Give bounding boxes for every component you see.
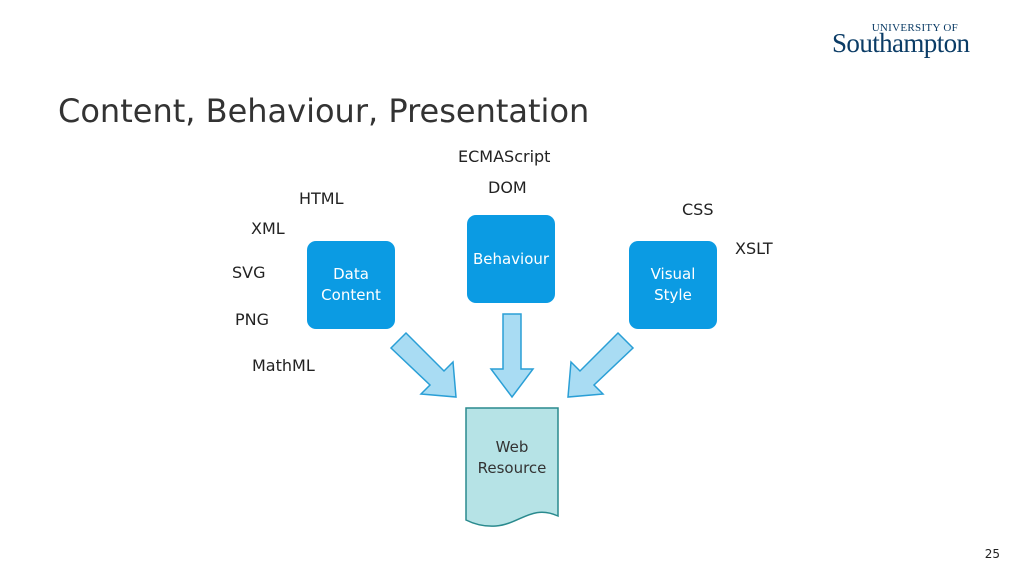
arrow-style-to-resource <box>567 331 635 398</box>
tech-label-mathml: MathML <box>252 356 315 375</box>
logo-main-text: Southampton <box>832 28 970 58</box>
tech-label-html: HTML <box>299 189 344 208</box>
behaviour-label: Behaviour <box>472 249 550 268</box>
tech-label-png: PNG <box>235 310 270 329</box>
slide-title: Content, Behaviour, Presentation <box>58 92 590 130</box>
data-content-label: Data Content <box>321 265 381 304</box>
logo-top-text: UNIVERSITY OF <box>871 22 958 34</box>
tech-label-css: CSS <box>682 200 714 219</box>
tech-label-ecmascript: ECMAScript <box>458 147 551 166</box>
visual-style-label: Visual Style <box>650 265 696 304</box>
behaviour-box: Behaviour <box>467 215 555 303</box>
tech-label-xslt: XSLT <box>735 239 773 258</box>
tech-label-xml: XML <box>251 219 285 238</box>
page-number: 25 <box>984 547 1000 561</box>
university-logo: UNIVERSITY OF Southampton <box>832 22 992 62</box>
web-resource-document <box>465 407 559 527</box>
web-resource-label: Web Resource <box>477 438 547 477</box>
arrow-data-to-resource <box>389 331 457 398</box>
arrow-behaviour-to-resource <box>489 313 535 399</box>
tech-label-svg: SVG <box>232 263 266 282</box>
data-content-box: Data Content <box>307 241 395 329</box>
visual-style-box: Visual Style <box>629 241 717 329</box>
tech-label-dom: DOM <box>488 178 527 197</box>
